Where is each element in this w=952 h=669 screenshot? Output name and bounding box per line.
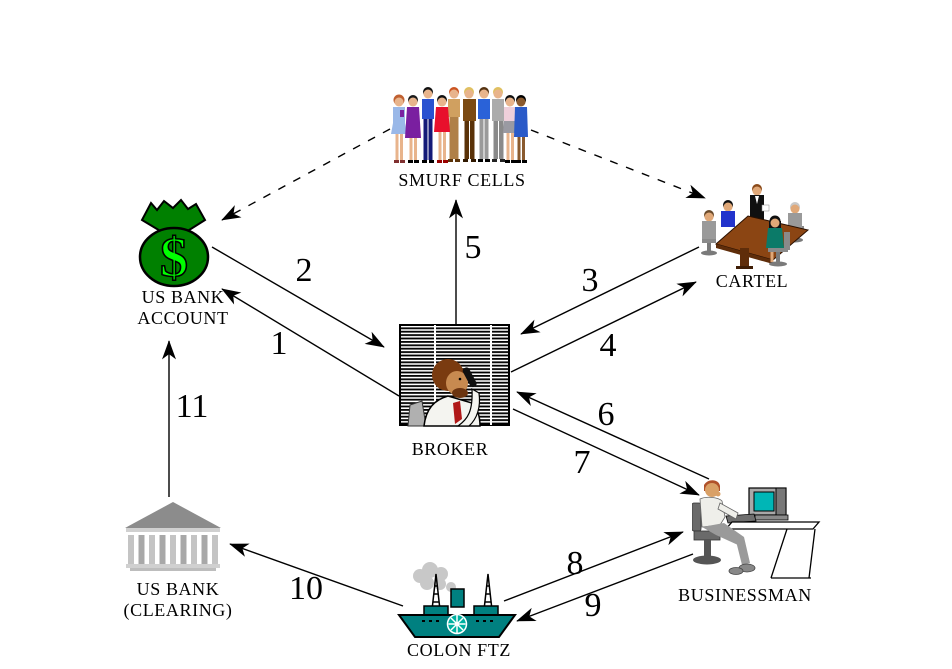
flow-label-1: 1 — [270, 325, 288, 362]
colon-ftz-label: COLON FTZ — [407, 640, 511, 660]
businessman-man — [699, 480, 756, 575]
flow-line-1 — [221, 288, 400, 397]
person-lightblue-woman — [391, 94, 407, 163]
person-blue-navy — [422, 87, 434, 163]
flow-label-10: 10 — [289, 570, 323, 607]
flow-line-8 — [503, 531, 684, 602]
cargo-ship-icon — [397, 562, 517, 638]
flow-line-7 — [512, 408, 700, 496]
smoke — [413, 562, 456, 592]
flow-label-7: 7 — [573, 444, 591, 481]
flow-line-10 — [229, 543, 404, 607]
person-blue-shirt — [478, 87, 490, 162]
flow-label-3: 3 — [581, 262, 599, 299]
wheel-emblem — [446, 613, 468, 635]
dashed-link-smurfs-to-cartel — [530, 129, 706, 199]
broker-icon — [399, 324, 510, 427]
phone-handset — [462, 367, 477, 388]
person-tan-redhead — [448, 87, 460, 162]
flow-label-8: 8 — [566, 545, 584, 582]
person-purple-dress — [405, 95, 421, 163]
seated-woman-blue — [721, 200, 735, 227]
portholes — [422, 620, 493, 622]
flow-label-11: 11 — [175, 388, 209, 425]
dollar-sign: $ — [160, 227, 188, 288]
businessman-icon — [692, 480, 821, 579]
computer-screen — [753, 491, 775, 512]
person-red-dress — [434, 95, 450, 163]
broker-label: BROKER — [411, 439, 489, 459]
computer — [725, 487, 789, 524]
person-blue-dress-woman — [514, 95, 528, 163]
smurf-cells-label: SMURF CELLS — [398, 170, 526, 190]
seated-woman-teal — [766, 215, 790, 267]
broker-man — [423, 359, 481, 427]
money-bag-icon: $ — [138, 198, 210, 288]
flow-label-6: 6 — [597, 396, 615, 433]
person-brown-suit — [463, 87, 476, 162]
person-gray-suit — [492, 87, 505, 162]
flow-line-2 — [211, 246, 385, 348]
flow-label-9: 9 — [584, 587, 602, 624]
dashed-link-smurfs-to-bank — [221, 128, 391, 221]
cartel-icon — [701, 184, 810, 269]
smurf-cells-icon — [391, 87, 528, 163]
us-bank-clearing-label: US BANK (CLEARING) — [123, 579, 233, 620]
standing-boss — [750, 184, 770, 221]
us-bank-account-label: US BANK ACCOUNT — [137, 287, 229, 328]
flow-line-3 — [520, 246, 700, 335]
flow-line-6 — [516, 391, 710, 480]
bank-building-icon — [125, 502, 221, 571]
businessman-label: BUSINESSMAN — [678, 585, 812, 605]
flow-label-5: 5 — [464, 229, 482, 266]
cartel-label: CARTEL — [715, 271, 789, 291]
flow-label-2: 2 — [295, 252, 313, 289]
columns — [128, 535, 218, 564]
flow-line-9 — [516, 553, 694, 622]
flow-line-4 — [510, 281, 697, 373]
flow-label-4: 4 — [599, 327, 617, 364]
person-pink-top-woman — [503, 95, 517, 163]
seated-man-left — [701, 210, 717, 256]
funnel — [450, 588, 465, 608]
